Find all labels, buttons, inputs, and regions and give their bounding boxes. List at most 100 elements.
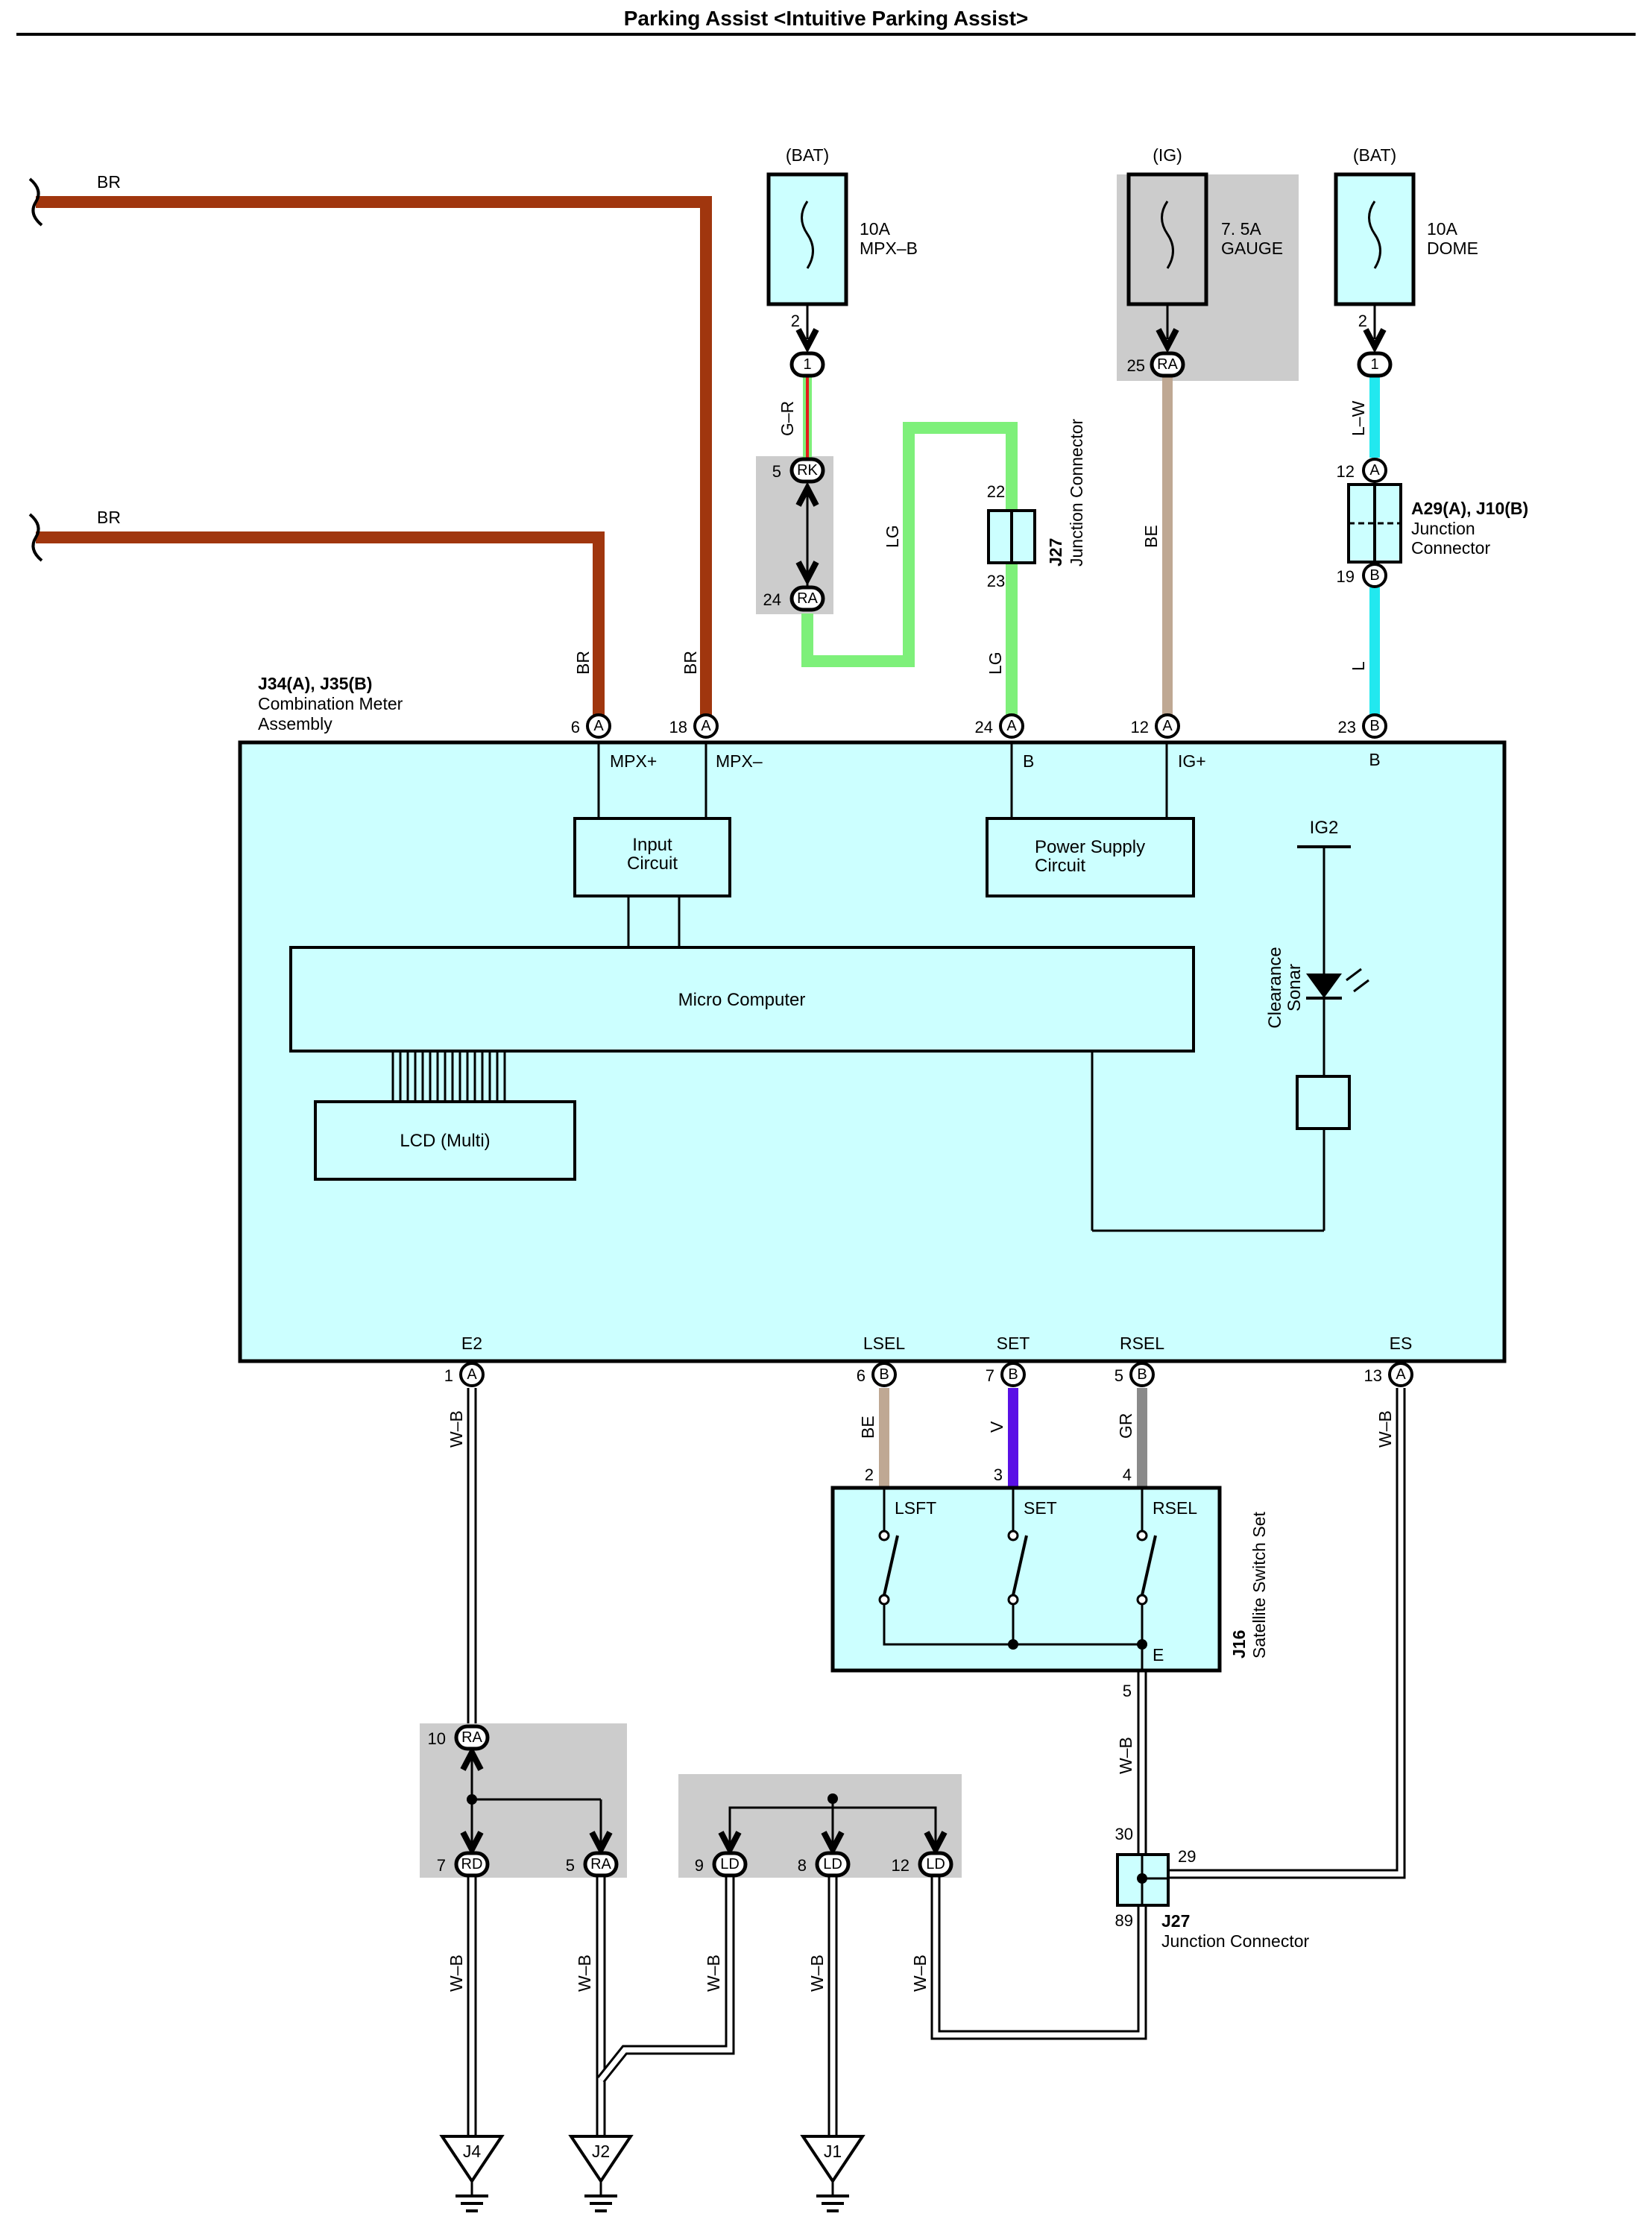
meter-bottom-pin-6: B bbox=[871, 1362, 897, 1387]
wire-label-v: V bbox=[987, 1421, 1006, 1433]
meter-bottom-pin-5: B bbox=[1129, 1362, 1155, 1387]
svg-text:A: A bbox=[1396, 1366, 1406, 1383]
meter-internals bbox=[289, 742, 1369, 1232]
meter-top-pin-18-label: MPX– bbox=[716, 751, 763, 771]
fuse-gauge-pin: 25 bbox=[1127, 356, 1145, 375]
a29-name-line1: Junction bbox=[1411, 519, 1475, 538]
meter-bottom-pin-13-num: 13 bbox=[1364, 1366, 1382, 1385]
wire-label-wb-e2: W–B bbox=[447, 1410, 466, 1448]
meter-bottom-e2-label: E2 bbox=[461, 1334, 482, 1353]
j27-bottom-pin-29: 29 bbox=[1178, 1847, 1196, 1866]
input-circuit-label-2: Circuit bbox=[627, 853, 678, 874]
fuse-mpxb-icon bbox=[801, 201, 814, 269]
meter-bottom-es-label: ES bbox=[1390, 1334, 1413, 1353]
connector-rk: RK bbox=[789, 457, 825, 484]
svg-text:A: A bbox=[701, 718, 711, 734]
wire-label-be: BE bbox=[1141, 525, 1161, 548]
ground-j1-icon bbox=[800, 2135, 866, 2212]
meter-top-pin-23-label: B bbox=[1369, 750, 1380, 769]
br-wires bbox=[28, 177, 712, 726]
wire-label-be-lsel: BE bbox=[858, 1416, 877, 1439]
meter-bottom-pin-1-num: 1 bbox=[444, 1366, 453, 1385]
gauge-fuse-circuit bbox=[1126, 172, 1208, 727]
meter-bottom-lsel-label: LSEL bbox=[863, 1334, 905, 1353]
switch-rsel-contact bbox=[1141, 1535, 1157, 1596]
svg-text:A: A bbox=[1006, 718, 1017, 734]
dome-fuse-circuit bbox=[1334, 172, 1416, 727]
svg-text:RA: RA bbox=[797, 590, 818, 607]
meter-top-pin-24-num: 24 bbox=[975, 718, 993, 736]
switch-label-rsel: RSEL bbox=[1153, 1498, 1197, 1518]
fuse-gauge-name: GAUGE bbox=[1221, 239, 1283, 258]
switch-pin-2: 2 bbox=[865, 1465, 874, 1484]
satellite-switch-set bbox=[830, 1486, 1222, 1673]
wire-label-br-1: BR bbox=[97, 172, 121, 192]
switch-label-lsft: LSFT bbox=[895, 1498, 936, 1518]
svg-text:A: A bbox=[593, 718, 604, 734]
meter-top-pin-24: A bbox=[999, 713, 1024, 739]
j27-bottom-id: J27 bbox=[1161, 1911, 1190, 1931]
fuse-mpxb-source: (BAT) bbox=[786, 145, 829, 165]
svg-text:1: 1 bbox=[1370, 356, 1378, 373]
sonar-driver-box bbox=[1296, 1075, 1351, 1130]
lower-wires bbox=[467, 1388, 1406, 2136]
input-circuit-label-1: Input bbox=[632, 835, 672, 855]
meter-bottom-rsel-label: RSEL bbox=[1120, 1334, 1164, 1353]
sonar-label-1: Clearance bbox=[1265, 947, 1285, 1028]
svg-text:B: B bbox=[1369, 718, 1379, 734]
fuse-dome-icon bbox=[1368, 201, 1381, 269]
svg-text:B: B bbox=[1008, 1366, 1018, 1383]
meter-top-pin-6-num: 6 bbox=[571, 718, 580, 736]
fuse-gauge-icon bbox=[1161, 201, 1174, 269]
fuse-gauge-box bbox=[1126, 172, 1208, 306]
fuse-mpxb-rating: 10A bbox=[860, 219, 891, 239]
lcd-box bbox=[314, 1100, 576, 1181]
a29-pin-a: 12 bbox=[1337, 462, 1355, 481]
micro-computer-label: Micro Computer bbox=[678, 990, 806, 1010]
rk-pin: 5 bbox=[772, 462, 781, 481]
wire-label-wb-ld12: W–B bbox=[910, 1954, 930, 1992]
splice-a-top-conn: RA bbox=[461, 1729, 482, 1746]
wire-label-wb-j1: W–B bbox=[807, 1954, 827, 1992]
splice-a-pin-7: 7 bbox=[437, 1856, 446, 1875]
page-title: Parking Assist <Intuitive Parking Assist… bbox=[624, 7, 1029, 30]
connector-ra-mpxb: RA bbox=[789, 585, 825, 612]
j27-bottom-pin-89: 89 bbox=[1115, 1911, 1133, 1930]
power-circuit-label-2: Circuit bbox=[1035, 856, 1085, 876]
wire-label-gr-rsel: GR bbox=[1116, 1413, 1135, 1439]
meter-top-pin-18-num: 18 bbox=[669, 718, 687, 736]
splice-a-conn-rd: RD bbox=[461, 1856, 483, 1872]
connector-a29-b: B bbox=[1362, 563, 1387, 588]
lcd-data-bus bbox=[391, 1051, 506, 1102]
meter-bottom-pin-6-num: 6 bbox=[857, 1366, 866, 1385]
splice-a-conn-ra: RA bbox=[590, 1856, 611, 1872]
j27-top-pin-b: 23 bbox=[987, 572, 1005, 590]
meter-name-line1: Combination Meter bbox=[258, 694, 403, 713]
meter-top-pin-12-label: IG+ bbox=[1178, 751, 1206, 771]
lcd-label: LCD (Multi) bbox=[400, 1131, 490, 1151]
ground-j4-icon bbox=[439, 2135, 505, 2212]
power-supply-circuit-box bbox=[986, 817, 1195, 897]
ground-j2-label: J2 bbox=[592, 2142, 610, 2161]
micro-computer-box bbox=[289, 946, 1195, 1053]
svg-text:RK: RK bbox=[797, 462, 818, 479]
ground-j1-label: J1 bbox=[824, 2142, 842, 2161]
fuse-dome-rating: 10A bbox=[1427, 219, 1458, 239]
splice-b-conn-12: LD bbox=[926, 1856, 945, 1872]
meter-top-pin-23-num: 23 bbox=[1338, 718, 1356, 736]
meter-id: J34(A), J35(B) bbox=[258, 674, 372, 693]
wire-label-wb-ld9: W–B bbox=[704, 1954, 723, 1992]
meter-top-pin-12-num: 12 bbox=[1131, 718, 1149, 736]
splice-a bbox=[454, 1724, 619, 1878]
j27-top-name: Junction Connector bbox=[1067, 418, 1086, 567]
svg-text:A: A bbox=[1162, 718, 1173, 734]
wire-label-l: L bbox=[1349, 661, 1368, 671]
wire-label-lw: L–W bbox=[1349, 400, 1368, 436]
wire-label-lg-2: LG bbox=[986, 651, 1005, 675]
j27-bottom-name: Junction Connector bbox=[1161, 1931, 1310, 1951]
splice-a-pin-5: 5 bbox=[566, 1856, 575, 1875]
sonar-led-icon bbox=[1306, 974, 1342, 998]
sonar-label-2: Sonar bbox=[1284, 964, 1305, 1012]
wire-label-gr: G–R bbox=[778, 401, 797, 436]
connector-gauge-out: RA bbox=[1150, 351, 1185, 378]
